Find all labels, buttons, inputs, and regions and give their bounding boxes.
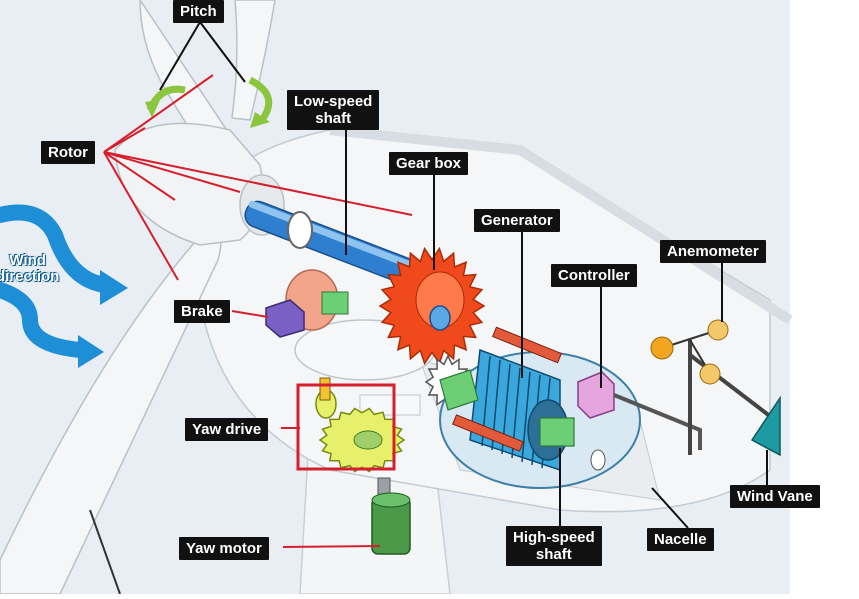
controller-cable bbox=[613, 393, 702, 450]
label-yaw-drive: Yaw drive bbox=[185, 418, 269, 441]
label-low-speed-shaft-line1: Low-speed bbox=[294, 93, 373, 110]
pitch-arrowhead-left bbox=[145, 100, 160, 118]
blade-upper-back bbox=[231, 0, 276, 121]
wind-arrowhead-2 bbox=[78, 335, 104, 368]
shaft-bearing bbox=[287, 211, 313, 249]
label-high-speed-shaft: High-speed shaft bbox=[506, 526, 602, 566]
label-generator: Generator bbox=[474, 209, 560, 232]
pitch-arrow-right bbox=[248, 76, 273, 123]
label-wind-direction-line2: direction bbox=[0, 268, 60, 285]
label-high-speed-shaft-line2: shaft bbox=[535, 546, 572, 563]
brake-caliper bbox=[265, 299, 305, 338]
label-rotor: Rotor bbox=[41, 141, 95, 164]
anemometer-instrument bbox=[650, 319, 729, 385]
gear-box bbox=[378, 246, 486, 366]
red-leader-lines bbox=[103, 74, 413, 548]
black-leader-lines bbox=[159, 21, 768, 529]
label-brake: Brake bbox=[174, 300, 230, 323]
wind-arrowhead-1 bbox=[100, 270, 128, 305]
brake-shaft bbox=[321, 291, 349, 315]
label-low-speed-shaft-line2: shaft bbox=[315, 110, 352, 127]
label-gear-box: Gear box bbox=[389, 152, 469, 175]
label-wind-direction-line1: Wind bbox=[9, 252, 46, 269]
label-pitch: Pitch bbox=[173, 0, 224, 23]
yaw-drive-assembly bbox=[315, 377, 421, 555]
label-wind-vane: Wind Vane bbox=[730, 485, 820, 508]
label-yaw-motor: Yaw motor bbox=[179, 537, 269, 560]
label-nacelle: Nacelle bbox=[647, 528, 714, 551]
nacelle-top-rail bbox=[329, 125, 793, 325]
blade-edge-line bbox=[89, 509, 121, 595]
wind-vane-fin bbox=[750, 395, 781, 457]
label-anemometer: Anemometer bbox=[660, 240, 766, 263]
wind-arrows bbox=[0, 204, 113, 358]
label-controller: Controller bbox=[551, 264, 637, 287]
label-wind-direction: Wind direction bbox=[0, 253, 59, 285]
pitch-arrowhead-right bbox=[250, 112, 270, 128]
label-low-speed-shaft: Low-speed shaft bbox=[287, 90, 380, 130]
label-high-speed-shaft-line1: High-speed bbox=[513, 529, 595, 546]
